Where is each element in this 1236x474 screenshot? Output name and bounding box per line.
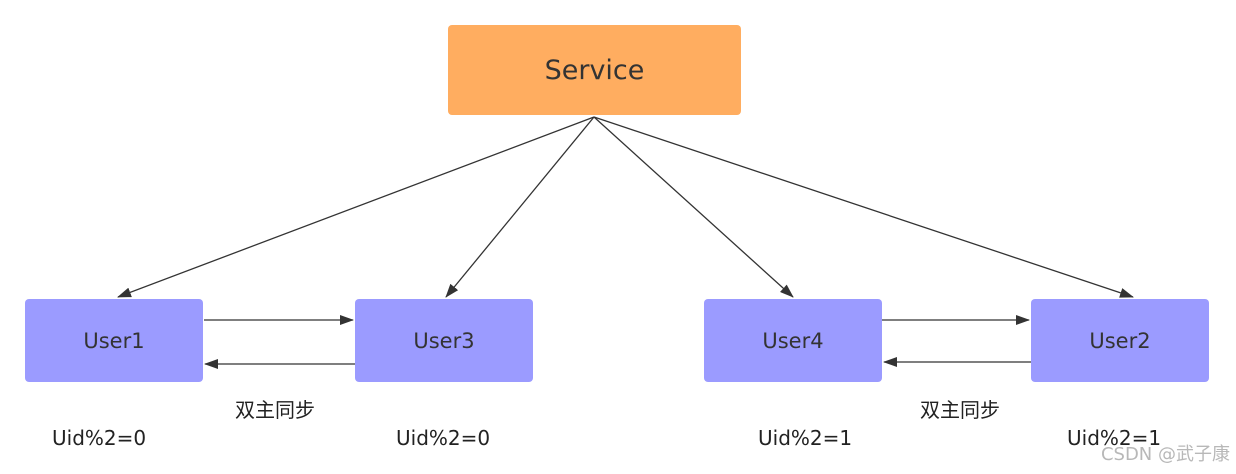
user4-rule: Uid%2=1 xyxy=(758,426,853,450)
service-label: Service xyxy=(544,54,645,86)
user1-rule: Uid%2=0 xyxy=(52,426,147,450)
edge-service-user4 xyxy=(593,116,794,298)
user2-rule: Uid%2=1 xyxy=(1067,426,1162,450)
user3-label: User3 xyxy=(413,328,475,353)
user4-node: User4 xyxy=(704,299,882,382)
sync-label-right: 双主同步 xyxy=(920,398,1000,422)
edge-service-user3 xyxy=(445,116,595,298)
user3-rule: Uid%2=0 xyxy=(396,426,491,450)
user3-node: User3 xyxy=(355,299,533,382)
user2-label: User2 xyxy=(1089,328,1151,353)
user1-label: User1 xyxy=(83,328,145,353)
sync-label-left: 双主同步 xyxy=(235,398,315,422)
edge-service-user2 xyxy=(593,116,1134,298)
edge-service-user1 xyxy=(117,116,595,298)
user1-node: User1 xyxy=(25,299,203,382)
service-node: Service xyxy=(448,25,741,115)
user4-label: User4 xyxy=(762,328,824,353)
watermark: CSDN @武子康 xyxy=(1100,444,1230,465)
user2-node: User2 xyxy=(1031,299,1209,382)
